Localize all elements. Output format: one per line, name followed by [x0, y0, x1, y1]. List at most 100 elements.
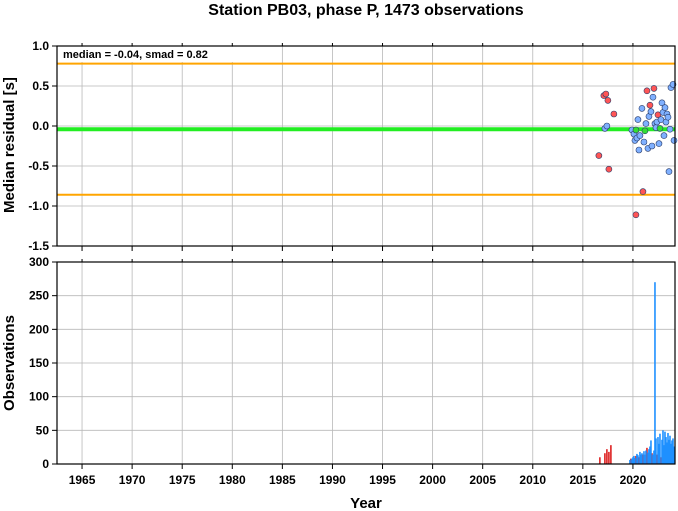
y-axis-label-observations: Observations: [1, 315, 18, 411]
bar: [642, 454, 644, 464]
bar: [650, 440, 652, 464]
x-tick-label: 1970: [119, 473, 146, 487]
scatter-point: [632, 126, 640, 134]
bar: [673, 446, 675, 464]
y-tick-label: 50: [36, 423, 50, 437]
bar: [652, 454, 654, 464]
bar: [647, 452, 649, 464]
bar: [636, 453, 638, 464]
scatter-point: [635, 146, 643, 154]
y-tick-label: 200: [29, 322, 49, 336]
bar: [648, 449, 650, 464]
bar: [660, 457, 662, 464]
scatter-point: [603, 122, 611, 130]
scatter-point: [648, 142, 656, 150]
scatter-point: [636, 132, 644, 139]
x-tick-label: 1990: [319, 473, 346, 487]
x-tick-label: 2010: [519, 473, 546, 487]
bar: [671, 440, 673, 464]
y-tick-label: 150: [29, 356, 49, 370]
annotation-text: median = -0.04, smad = 0.82: [63, 49, 208, 61]
bar: [632, 457, 634, 464]
x-tick-label: 1980: [219, 473, 246, 487]
scatter-point: [655, 140, 663, 147]
bar: [643, 451, 645, 464]
x-tick-label: 2005: [469, 473, 496, 487]
bar: [669, 435, 671, 464]
bar: [645, 450, 647, 464]
bar: [651, 453, 653, 464]
scatter-point: [658, 99, 666, 107]
scatter-point: [604, 97, 612, 104]
x-axis-label: Year: [350, 495, 382, 511]
bar: [659, 433, 661, 464]
scatter-point: [649, 93, 657, 101]
scatter-point: [650, 85, 658, 92]
bar: [653, 450, 655, 464]
bar: [663, 445, 665, 464]
bar: [635, 455, 637, 464]
bar: [599, 457, 601, 464]
y-tick-label: -1.5: [28, 239, 49, 253]
annotation-background: [58, 47, 258, 62]
y-tick-label: 250: [29, 289, 49, 303]
bar: [667, 433, 669, 464]
bar: [634, 457, 636, 464]
scatter-point: [665, 168, 673, 175]
y-tick-label: 0.0: [32, 119, 49, 133]
scatter-point: [639, 188, 647, 195]
y-tick-label: -1.0: [28, 199, 49, 213]
scatter-point: [646, 101, 654, 109]
scatter-point: [640, 138, 648, 146]
scatter-point: [602, 90, 610, 98]
y-tick-label: -0.5: [28, 159, 49, 173]
bar: [640, 454, 642, 464]
y-tick-label: 100: [29, 390, 49, 404]
scatter-point: [670, 137, 678, 144]
bar: [629, 459, 631, 464]
bar: [670, 443, 672, 464]
y-axis-label-residual: Median residual [s]: [1, 77, 18, 213]
bar: [658, 443, 660, 464]
scatter-point: [643, 87, 651, 95]
bar: [664, 431, 666, 464]
y-tick-label: 0: [42, 457, 49, 471]
scatter-point: [666, 125, 674, 133]
y-tick-label: 300: [29, 255, 49, 269]
bar: [665, 437, 667, 464]
bar: [641, 453, 643, 464]
bar: [662, 430, 664, 464]
scatter-point: [660, 132, 668, 139]
bar: [666, 442, 668, 464]
bar: [630, 458, 632, 464]
x-tick-label: 2000: [419, 473, 446, 487]
bar: [637, 455, 639, 464]
bar: [649, 446, 651, 464]
x-tick-label: 1975: [169, 473, 196, 487]
x-tick-label: 1965: [69, 473, 96, 487]
scatter-point: [632, 211, 640, 219]
scatter-point: [647, 108, 655, 115]
scatter-point: [641, 127, 649, 135]
x-tick-label: 1995: [369, 473, 396, 487]
scatter-point: [610, 110, 618, 118]
bar: [610, 445, 612, 464]
scatter-point: [638, 105, 646, 112]
scatter-point: [642, 120, 650, 127]
scatter-point: [605, 165, 613, 173]
scatter-point: [661, 104, 669, 111]
bar: [661, 439, 663, 464]
bar: [633, 455, 635, 464]
chart-title: Station PB03, phase P, 1473 observations: [208, 2, 523, 19]
bar: [646, 447, 648, 464]
bar: [604, 453, 606, 464]
y-tick-label: 1.0: [32, 39, 49, 53]
panel-frame: [56, 45, 676, 247]
x-tick-label: 2020: [620, 473, 647, 487]
bar: [668, 439, 670, 464]
bar: [656, 454, 658, 464]
bar: [657, 437, 659, 464]
bar: [644, 454, 646, 464]
